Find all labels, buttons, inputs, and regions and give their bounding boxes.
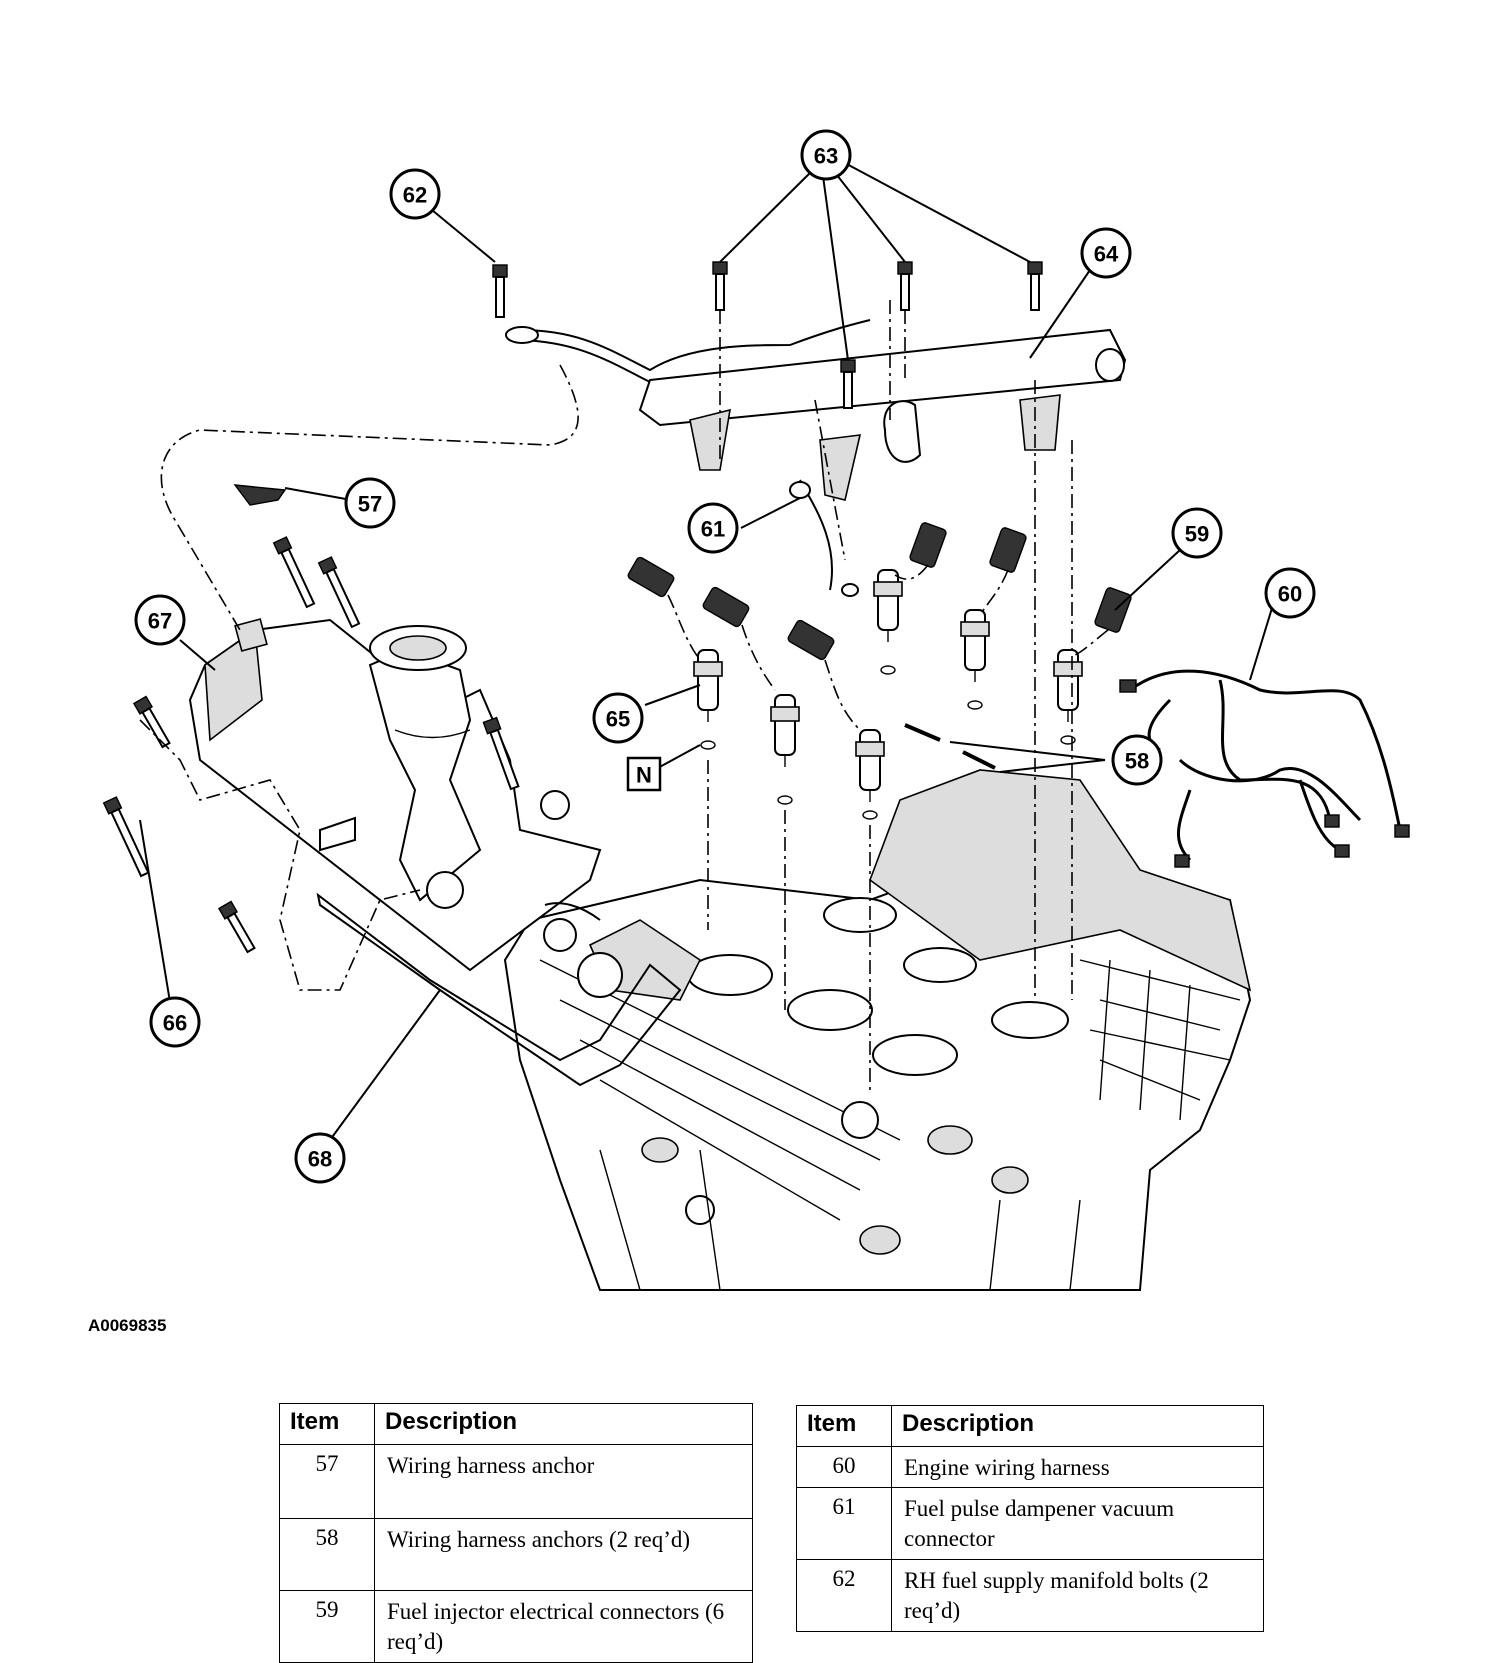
callout-61: 61: [687, 502, 739, 554]
injector-connectors: [627, 522, 1132, 731]
table-row: 58 Wiring harness anchors (2 req’d): [279, 1518, 753, 1591]
svg-text:60: 60: [1278, 582, 1302, 607]
svg-text:67: 67: [148, 609, 172, 634]
item-description: Wiring harness anchors (2 req’d): [374, 1518, 753, 1591]
svg-text:61: 61: [701, 517, 725, 542]
svg-text:64: 64: [1094, 242, 1119, 267]
item-number: 58: [279, 1518, 375, 1591]
svg-text:62: 62: [403, 183, 427, 208]
svg-text:68: 68: [308, 1147, 332, 1172]
svg-text:57: 57: [358, 492, 382, 517]
item-description: RH fuel supply manifold bolts (2 req’d): [891, 1559, 1264, 1632]
figure-id: A0069835: [88, 1316, 167, 1335]
header-item: Item: [796, 1405, 892, 1447]
fuel-rail: [505, 319, 1127, 597]
callout-63: 63: [800, 129, 852, 181]
item-number: 61: [796, 1487, 892, 1560]
header-description: Description: [891, 1405, 1264, 1447]
table-row: 62 RH fuel supply manifold bolts (2 req’…: [796, 1559, 1264, 1632]
callout-64: 64: [1080, 227, 1132, 279]
fuel-injectors: [693, 300, 1083, 1090]
item-number: 57: [279, 1444, 375, 1519]
item-number: 62: [796, 1559, 892, 1632]
svg-text:65: 65: [606, 707, 630, 732]
exploded-engine-diagram: 57 58 59 60 61 62 63 64 65 66 67 68 N: [102, 129, 1410, 1291]
callout-65: 65: [592, 692, 644, 744]
table-row: 60 Engine wiring harness: [796, 1446, 1264, 1488]
callout-58: 58: [1111, 734, 1163, 786]
intake-gasket: [316, 892, 682, 1087]
table-row: 57 Wiring harness anchor: [279, 1444, 753, 1519]
item-description: Fuel pulse dampener vacuum connector: [891, 1487, 1264, 1560]
item-description: Engine wiring harness: [891, 1446, 1264, 1488]
table-row: 59 Fuel injector electrical connectors (…: [279, 1590, 753, 1663]
item-number: 59: [279, 1590, 375, 1663]
svg-text:63: 63: [814, 144, 838, 169]
svg-text:59: 59: [1185, 522, 1209, 547]
svg-text:58: 58: [1125, 749, 1149, 774]
callout-57: 57: [344, 477, 396, 529]
item-description: Wiring harness anchor: [374, 1444, 753, 1519]
item-number: 60: [796, 1446, 892, 1488]
header-item: Item: [279, 1403, 375, 1445]
svg-text:N: N: [636, 763, 652, 788]
callout-60: 60: [1264, 567, 1316, 619]
engine-block: [503, 769, 1252, 1291]
callout-68: 68: [294, 1132, 346, 1184]
table-header-row: Item Description: [279, 1403, 753, 1445]
header-description: Description: [374, 1403, 753, 1445]
engine-wiring-harness: [1119, 669, 1410, 868]
callout-67: 67: [134, 594, 186, 646]
intake-manifold: [188, 618, 602, 972]
callout-66: 66: [149, 996, 201, 1048]
table-header-row: Item Description: [796, 1405, 1264, 1447]
callout-62: 62: [389, 168, 441, 220]
table-row: 61 Fuel pulse dampener vacuum connector: [796, 1487, 1264, 1560]
svg-text:66: 66: [163, 1011, 187, 1036]
parts-table-left: Item Description 57 Wiring harness ancho…: [279, 1403, 753, 1663]
callout-59: 59: [1171, 507, 1223, 559]
parts-table-right: Item Description 60 Engine wiring harnes…: [796, 1405, 1264, 1632]
new-part-symbol: N: [626, 756, 662, 792]
